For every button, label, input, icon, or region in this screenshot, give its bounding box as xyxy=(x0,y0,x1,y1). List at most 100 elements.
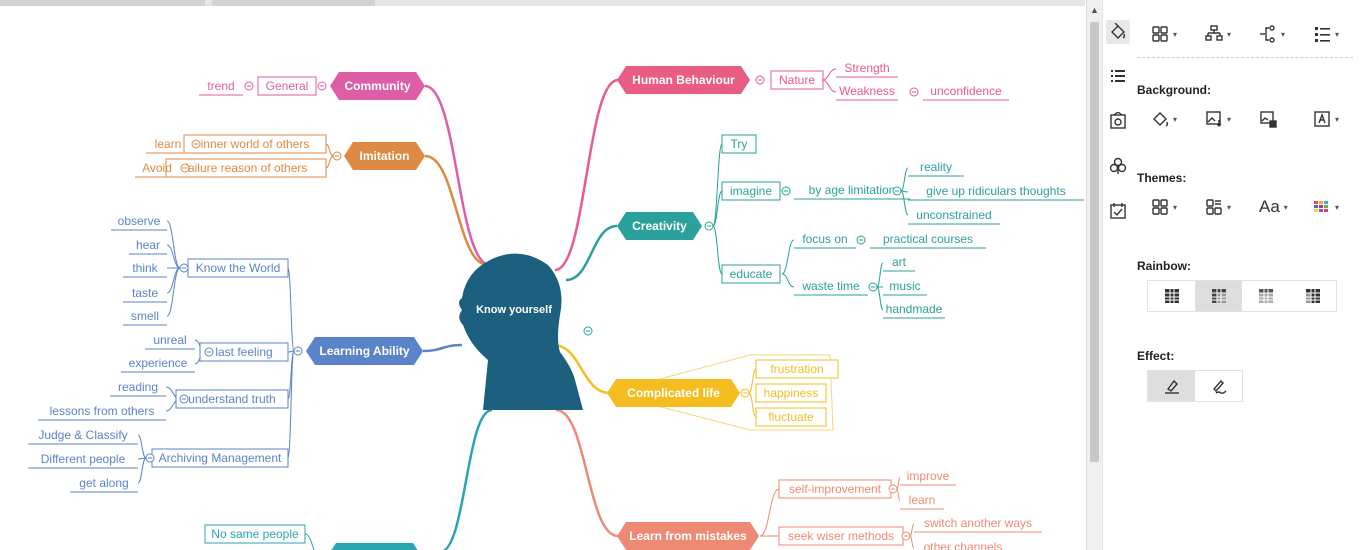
branch-connector xyxy=(441,408,493,550)
leaf-label: observe xyxy=(118,214,161,228)
subtopic-box[interactable] xyxy=(175,389,289,409)
subtopic-box[interactable] xyxy=(165,158,327,178)
main-topic[interactable]: Imitation xyxy=(344,142,425,170)
theme-color-button[interactable]: ▾ xyxy=(1299,194,1353,220)
branch-connector xyxy=(712,190,723,227)
connector-icon xyxy=(1260,25,1275,43)
leaf-label: art xyxy=(892,255,907,269)
theme-style-icon xyxy=(1206,199,1222,215)
leaf-label: reality xyxy=(920,160,952,174)
subtopic-box[interactable] xyxy=(755,383,827,403)
format-panel: ▾ ▾ ▾ ▾ Background: ▾ ▾ ▾ ▾ Themes: ▾ ▾ … xyxy=(1133,0,1370,550)
scroll-up-arrow-icon[interactable]: ▲ xyxy=(1090,5,1099,15)
central-topic[interactable]: Know yourself xyxy=(459,253,583,410)
branch-connector xyxy=(876,262,884,288)
subtopic-box[interactable] xyxy=(199,342,289,362)
subtopic-box[interactable] xyxy=(721,134,757,154)
branch-connector xyxy=(554,78,619,272)
subtopic-label: fluctuate xyxy=(768,410,814,424)
subtopic-label: Archiving Management xyxy=(159,451,282,465)
effect-option-hand-drawn[interactable] xyxy=(1195,371,1242,401)
fill-color-button[interactable]: ▾ xyxy=(1137,106,1191,132)
format-paint-icon[interactable] xyxy=(1106,20,1130,44)
table-grid-icon xyxy=(1164,289,1179,303)
main-topic[interactable]: Human Behaviour xyxy=(617,66,750,94)
table-grid-icon xyxy=(1305,289,1320,303)
topic-label: Imitation xyxy=(360,149,410,163)
branch-connector xyxy=(909,535,915,549)
theme-style-button[interactable]: ▾ xyxy=(1191,194,1245,220)
theme-font-button[interactable]: Aa▾ xyxy=(1259,197,1288,216)
remove-background-button[interactable]: ▾ xyxy=(1245,106,1299,132)
branch-connector xyxy=(287,350,295,353)
task-check-icon[interactable] xyxy=(1106,199,1130,223)
leaf-label: reading xyxy=(118,380,158,394)
branch-connector xyxy=(712,143,723,227)
side-icon-bar xyxy=(1102,0,1134,550)
main-topic[interactable]: Learn from mistakes xyxy=(617,522,759,550)
topic-shape xyxy=(306,337,423,365)
background-title: Background: xyxy=(1137,83,1212,97)
document-tab-active[interactable] xyxy=(212,0,375,6)
subtopic-box[interactable] xyxy=(755,407,827,427)
branch-connector xyxy=(166,267,181,317)
themes-buttons-row: ▾ ▾ Aa▾ ▾ xyxy=(1137,194,1353,220)
clip-art-icon[interactable] xyxy=(1106,154,1130,178)
rainbow-option-3[interactable] xyxy=(1242,281,1289,311)
main-topic[interactable]: Learning Ability xyxy=(306,337,423,365)
branch-connector xyxy=(712,225,723,275)
subtopic-label: last feeling xyxy=(215,345,272,359)
branch-connector xyxy=(304,533,315,550)
org-chart-button[interactable]: ▾ xyxy=(1191,21,1245,47)
leaf-label: improve xyxy=(907,469,950,483)
branch-connector xyxy=(555,408,619,538)
rainbow-option-1[interactable] xyxy=(1148,281,1195,311)
background-buttons-row: ▾ ▾ ▾ ▾ xyxy=(1137,106,1353,132)
subtopic-label: Know the World xyxy=(196,261,281,275)
subtopic-label: seek wiser methods xyxy=(788,529,894,543)
watermark-button[interactable]: ▾ xyxy=(1299,106,1353,132)
leaf-label: unconstrained xyxy=(916,208,991,222)
leaf-label: Strength xyxy=(844,61,889,75)
effect-option-marker[interactable] xyxy=(1148,371,1195,401)
main-topic[interactable]: Complicated life xyxy=(607,379,740,407)
leaf-label: by age limitation xyxy=(809,183,896,197)
outline-list-icon[interactable] xyxy=(1106,64,1130,88)
branch-connector xyxy=(137,457,147,484)
numbering-button[interactable]: ▾ xyxy=(1299,21,1353,47)
connector-style-button[interactable]: ▾ xyxy=(1245,21,1299,47)
subtopic-box[interactable] xyxy=(770,70,824,90)
main-topic[interactable]: Community xyxy=(330,72,425,100)
scrollbar-thumb[interactable] xyxy=(1090,22,1099,462)
theme-button[interactable]: ▾ xyxy=(1137,194,1191,220)
branch-connector xyxy=(422,343,463,353)
theme-gallery-icon[interactable] xyxy=(1106,109,1130,133)
leaf-label: Avoid xyxy=(142,161,172,175)
leaf-label: smell xyxy=(131,309,159,323)
subtopic-box[interactable] xyxy=(721,264,781,284)
main-topic[interactable]: Creativity xyxy=(617,212,702,240)
rainbow-option-4[interactable] xyxy=(1289,281,1336,311)
subtopic-box[interactable] xyxy=(183,134,327,154)
background-image-button[interactable]: ▾ xyxy=(1191,106,1245,132)
vertical-scrollbar[interactable]: ▲ xyxy=(1086,0,1103,550)
topic-shape xyxy=(331,543,418,550)
document-tab[interactable] xyxy=(0,0,205,6)
boundary-frame xyxy=(605,354,834,431)
panel-separator xyxy=(1137,57,1353,58)
branch-connector xyxy=(748,368,757,394)
layout-grid-button[interactable]: ▾ xyxy=(1137,21,1191,47)
subtopic-box[interactable] xyxy=(204,524,306,544)
branch-connector xyxy=(748,392,757,418)
rainbow-option-2[interactable] xyxy=(1195,281,1242,311)
branch-connector xyxy=(166,244,181,269)
branch-connector xyxy=(781,239,795,275)
main-topic[interactable] xyxy=(327,543,422,550)
topic-label: Human Behaviour xyxy=(632,73,735,87)
leaf-label: learn xyxy=(909,493,936,507)
subtopic-box[interactable] xyxy=(721,181,781,201)
subtopic-box[interactable] xyxy=(257,76,317,96)
branch-connector xyxy=(137,434,147,459)
subtopic-box[interactable] xyxy=(755,359,839,379)
